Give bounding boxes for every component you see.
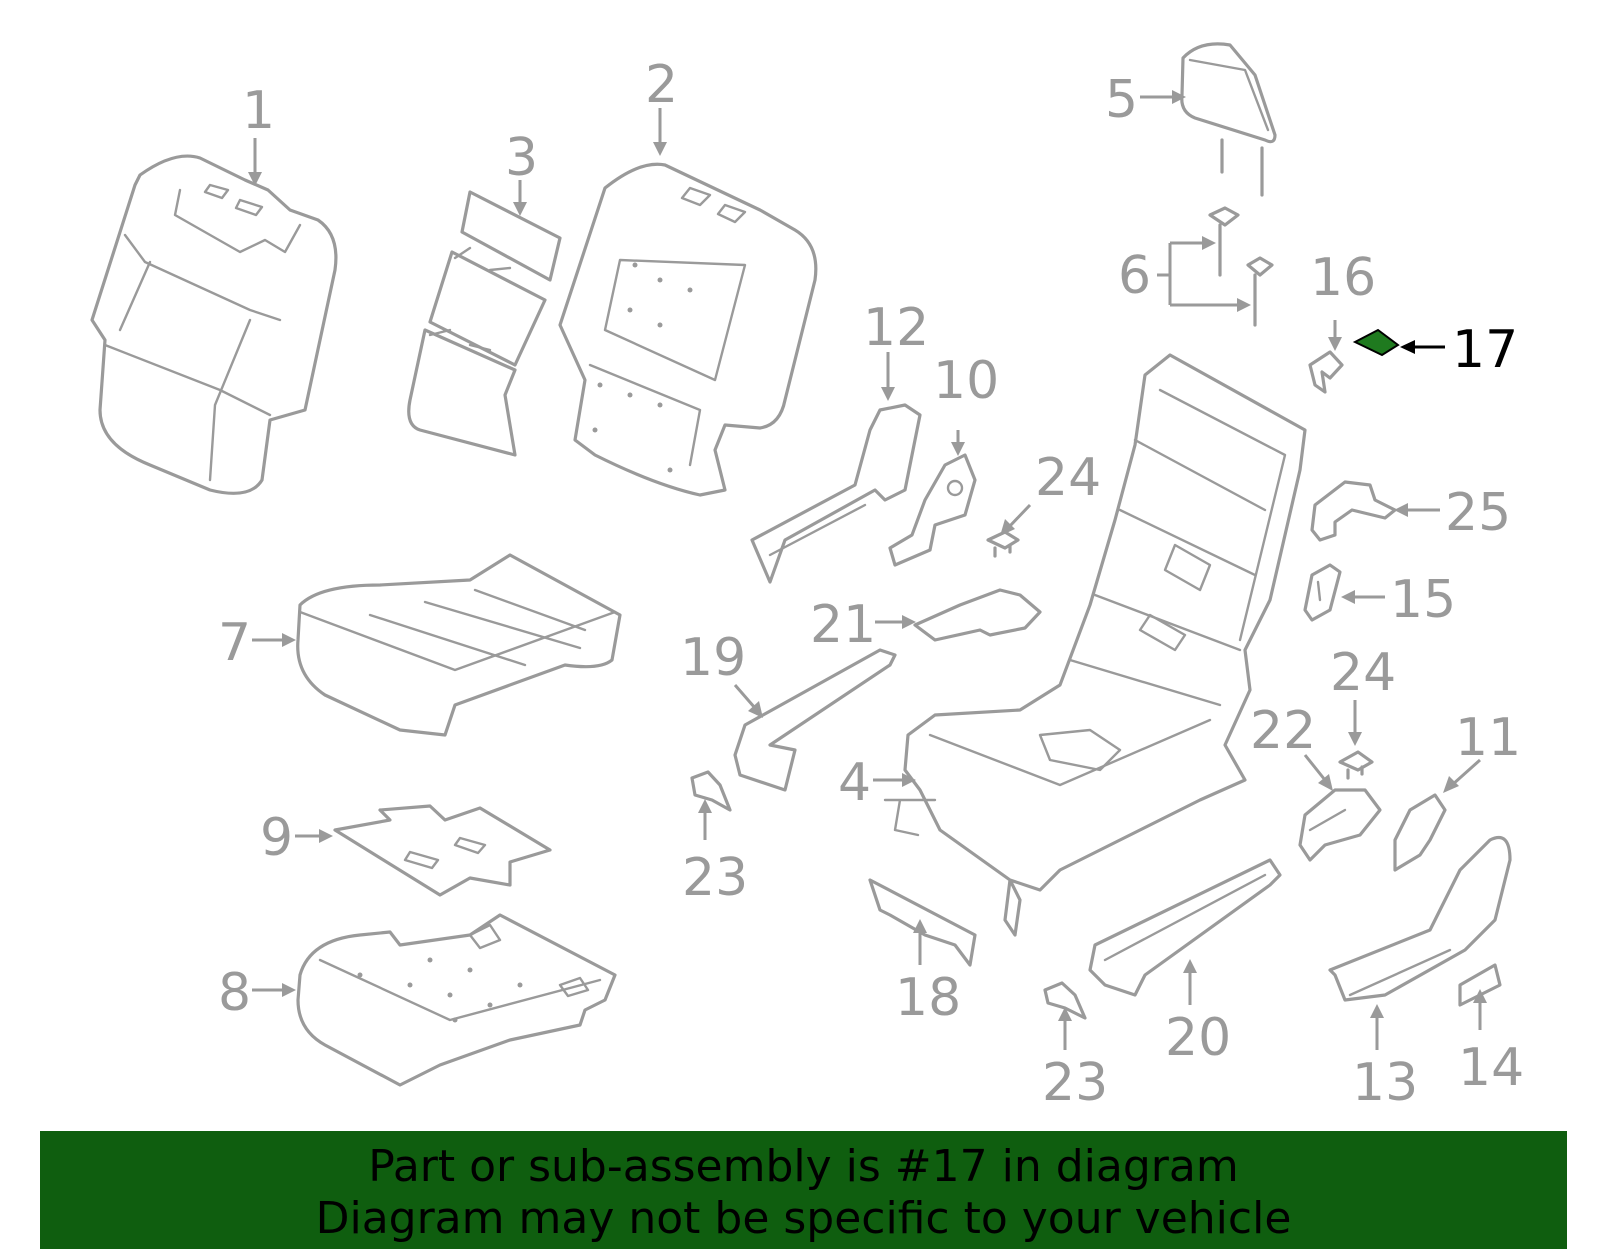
callout-9[interactable]: 9 (260, 808, 293, 868)
part-10-recliner[interactable] (888, 453, 977, 567)
callout-labels: 1 2 3 4 5 6 7 8 9 10 11 12 13 14 15 16 1… (218, 55, 1524, 1113)
part-13-side-shield[interactable] (1328, 835, 1512, 1002)
part-23-clip-right[interactable] (1043, 981, 1087, 1020)
callout-1[interactable]: 1 (242, 81, 275, 141)
callout-6[interactable]: 6 (1118, 246, 1151, 306)
callout-24-upper[interactable]: 24 (1035, 448, 1101, 508)
callout-7[interactable]: 7 (218, 613, 251, 673)
callout-20[interactable]: 20 (1165, 1008, 1231, 1068)
part-24-clip-lower[interactable] (1338, 750, 1374, 780)
footer-line-2: Diagram may not be specific to your vehi… (315, 1193, 1292, 1244)
part-21-bracket[interactable] (913, 588, 1042, 642)
callout-23-left[interactable]: 23 (682, 848, 748, 908)
part-19-rail[interactable] (733, 648, 897, 792)
part-2-seatback-panel[interactable] (558, 162, 818, 497)
callout-16[interactable]: 16 (1310, 248, 1376, 308)
callout-2[interactable]: 2 (645, 55, 678, 115)
part-25-bracket[interactable] (1310, 480, 1397, 542)
callout-17[interactable]: 17 (1452, 320, 1518, 380)
part-8-cushion-pad[interactable] (296, 913, 617, 1087)
part-15-switch[interactable] (1303, 563, 1342, 622)
callout-22[interactable]: 22 (1250, 701, 1316, 761)
callout-13[interactable]: 13 (1352, 1053, 1418, 1113)
callout-14[interactable]: 14 (1458, 1038, 1524, 1098)
callout-23-right[interactable]: 23 (1042, 1053, 1108, 1113)
part-18-trim[interactable] (868, 878, 977, 967)
callout-11[interactable]: 11 (1455, 708, 1521, 768)
part-14-trim-piece[interactable] (1458, 963, 1502, 1007)
part-1-seatback-cover[interactable] (90, 154, 338, 495)
callout-12[interactable]: 12 (863, 298, 929, 358)
part-3-pad[interactable] (407, 190, 562, 457)
part-24-clip-upper[interactable] (986, 530, 1020, 558)
footer-line-1: Part or sub-assembly is #17 in diagram (368, 1141, 1239, 1192)
callout-19[interactable]: 19 (680, 628, 746, 688)
part-5-headrest[interactable] (1180, 42, 1277, 197)
callout-5[interactable]: 5 (1105, 70, 1138, 130)
callout-18[interactable]: 18 (895, 968, 961, 1028)
part-9-mat[interactable] (333, 804, 552, 897)
callout-3[interactable]: 3 (505, 128, 538, 188)
part-12-side-trim[interactable] (750, 403, 922, 584)
part-11-cover[interactable] (1393, 793, 1447, 872)
part-6-headrest-guides[interactable] (1208, 206, 1274, 327)
callout-24-lower[interactable]: 24 (1330, 643, 1396, 703)
callout-21[interactable]: 21 (810, 595, 876, 655)
callout-4[interactable]: 4 (838, 753, 871, 813)
part-22-latch-cover[interactable] (1298, 788, 1382, 862)
part-20-rail-cover[interactable] (1088, 858, 1282, 997)
part-4-seat-frame[interactable] (883, 353, 1307, 937)
callout-8[interactable]: 8 (218, 963, 251, 1023)
callout-15[interactable]: 15 (1390, 570, 1456, 630)
callout-25[interactable]: 25 (1445, 483, 1511, 543)
part-16-clip[interactable] (1308, 350, 1344, 394)
footer-banner: Part or sub-assembly is #17 in diagram D… (40, 1131, 1567, 1249)
callout-10[interactable]: 10 (933, 351, 999, 411)
part-23-clip-left[interactable] (690, 770, 732, 812)
part-17-clip-highlighted[interactable] (1352, 328, 1400, 357)
part-7-cushion-cover[interactable] (296, 553, 622, 737)
callout-arrows (248, 90, 1487, 1050)
